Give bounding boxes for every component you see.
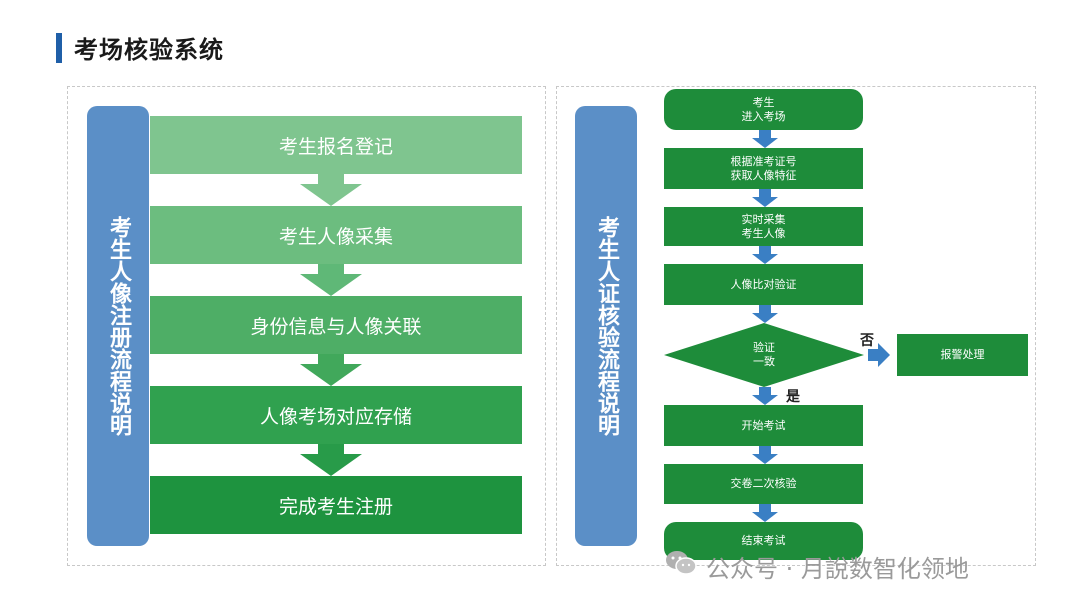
left-arrow-2	[300, 264, 362, 296]
watermark: 公众号 · 月說数智化领地	[664, 548, 969, 584]
right-arrow-3	[752, 246, 778, 264]
left-step-3: 身份信息与人像关联	[150, 296, 522, 354]
no-label: 否	[860, 333, 874, 349]
right-arrow-5	[752, 387, 778, 405]
left-step-1: 考生报名登记	[150, 116, 522, 174]
watermark-text: 公众号 · 月說数智化领地	[706, 554, 969, 583]
decision-label: 验证 一致	[753, 341, 775, 368]
right-arrow-1	[752, 130, 778, 148]
yes-label: 是	[786, 389, 800, 405]
step-get-feature: 根据准考证号 获取人像特征	[664, 148, 863, 189]
left-step-4: 人像考场对应存储	[150, 386, 522, 444]
left-arrow-1	[300, 174, 362, 206]
step-capture: 实时采集 考生人像	[664, 207, 863, 246]
left-side-label: 考生人像注册流程说明	[87, 106, 149, 546]
wechat-icon	[664, 548, 698, 584]
right-arrow-no	[868, 343, 890, 367]
left-arrow-4	[300, 444, 362, 476]
step-compare: 人像比对验证	[664, 264, 863, 305]
right-arrow-7	[752, 504, 778, 522]
title-accent-bar	[56, 33, 62, 63]
step-end: 结束考试	[664, 522, 863, 560]
decision-diamond	[664, 323, 864, 387]
left-step-5: 完成考生注册	[150, 476, 522, 534]
step-enter: 考生 进入考场	[664, 89, 863, 130]
step-alarm: 报警处理	[897, 334, 1028, 376]
step-start: 开始考试	[664, 405, 863, 446]
right-side-label: 考生人证核验流程说明	[575, 106, 637, 546]
right-arrow-2	[752, 189, 778, 207]
left-arrow-3	[300, 354, 362, 386]
left-step-2: 考生人像采集	[150, 206, 522, 264]
step-second-check: 交卷二次核验	[664, 464, 863, 504]
right-arrow-4	[752, 305, 778, 323]
right-arrow-6	[752, 446, 778, 464]
page-title: 考场核验系统	[74, 36, 224, 64]
